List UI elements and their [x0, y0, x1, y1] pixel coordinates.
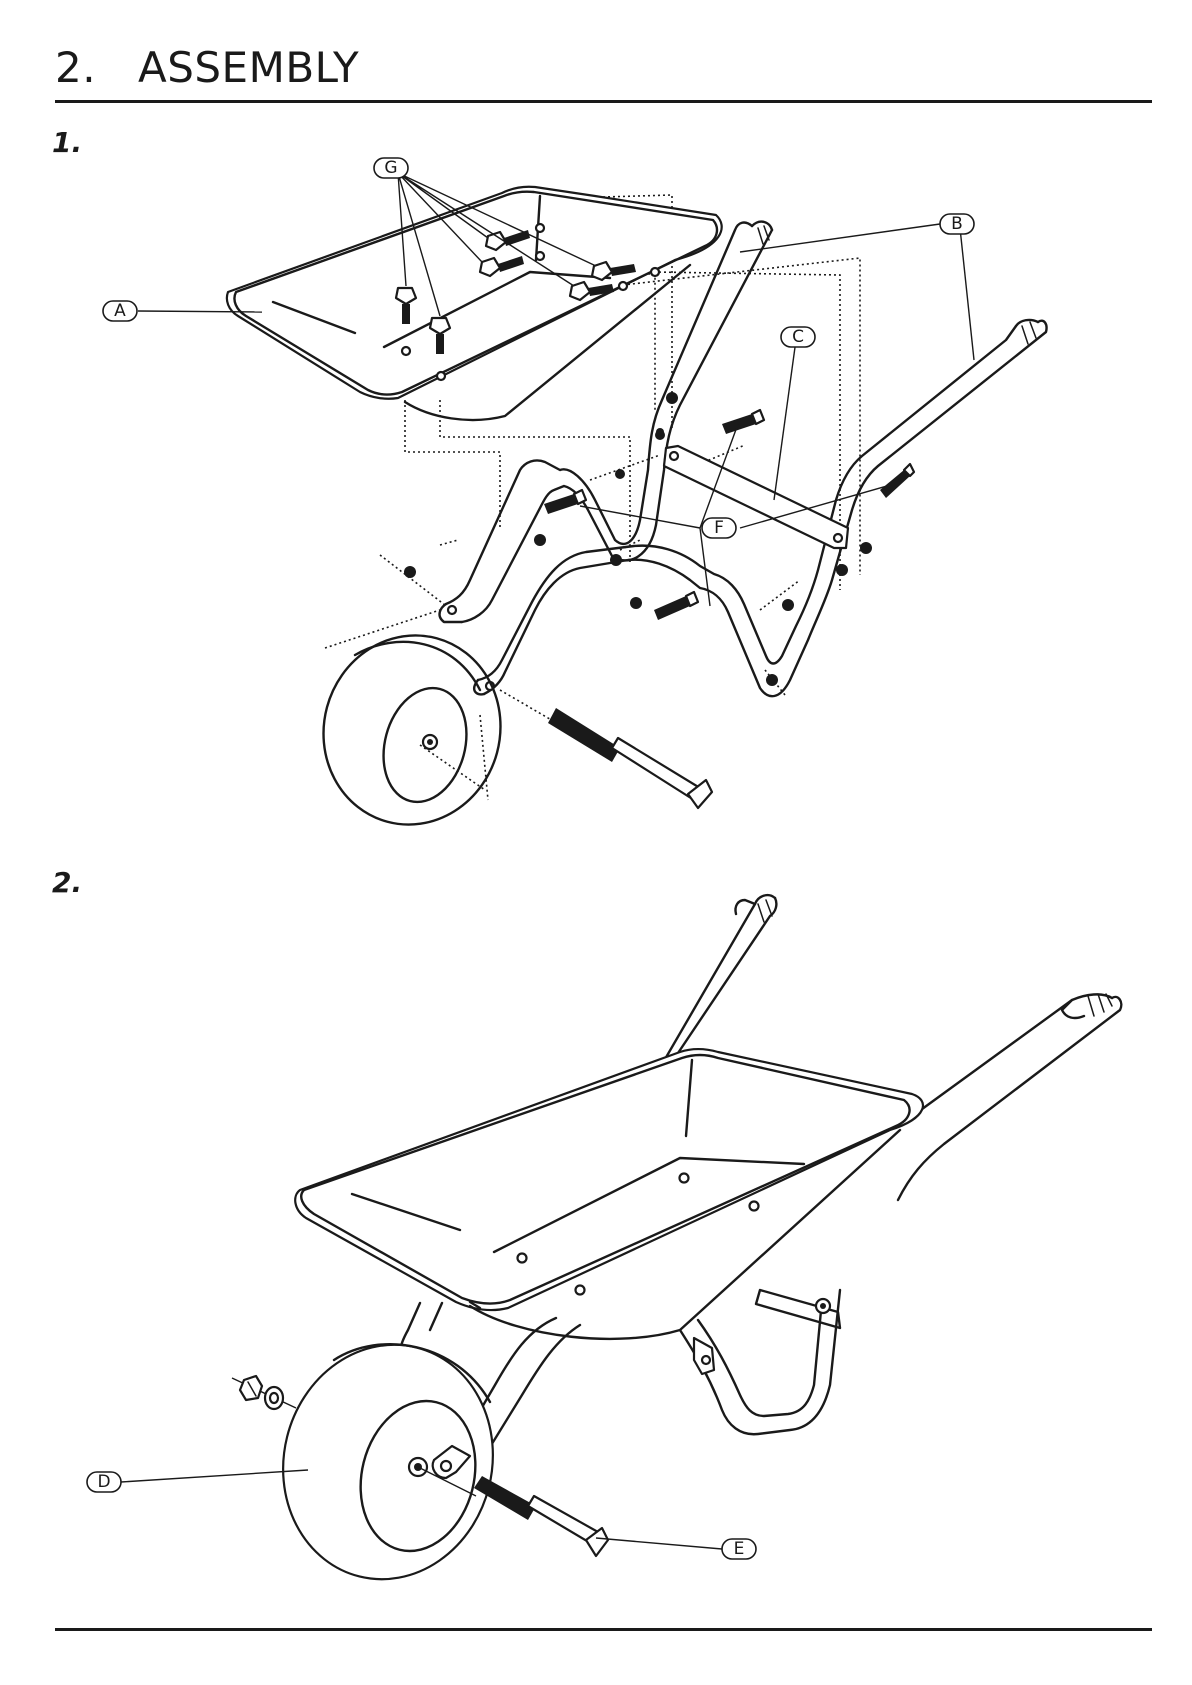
- label-f: F: [702, 518, 736, 538]
- cross-brace-part-c: [664, 446, 848, 548]
- axle-nut-and-washer: [232, 1376, 296, 1409]
- bolt-f3: [880, 464, 914, 498]
- axle-exploded: [548, 708, 712, 808]
- tray-assembled: [295, 1049, 923, 1339]
- label-g: G: [374, 158, 408, 178]
- bolt-f1: [722, 410, 764, 434]
- wheel-part-d: [259, 1322, 518, 1601]
- label-b: B: [940, 214, 974, 234]
- svg-text:C: C: [792, 327, 804, 347]
- svg-text:G: G: [384, 158, 397, 178]
- bolt-f4: [654, 592, 698, 620]
- label-d: D: [87, 1472, 121, 1492]
- svg-text:A: A: [114, 301, 126, 321]
- step-2-assembled-view: D E: [87, 895, 1121, 1602]
- svg-text:F: F: [714, 518, 724, 538]
- svg-text:E: E: [734, 1539, 745, 1559]
- label-c: C: [781, 327, 815, 347]
- nut-set: [404, 392, 872, 686]
- wheel-exploded: [302, 615, 521, 844]
- label-a: A: [103, 301, 137, 321]
- step-1-exploded-view: A B C F G: [103, 158, 1047, 845]
- label-e: E: [722, 1539, 756, 1559]
- svg-text:D: D: [97, 1472, 110, 1492]
- svg-text:B: B: [951, 214, 963, 234]
- footer-rule: [55, 1628, 1152, 1631]
- front-handle: [898, 994, 1121, 1200]
